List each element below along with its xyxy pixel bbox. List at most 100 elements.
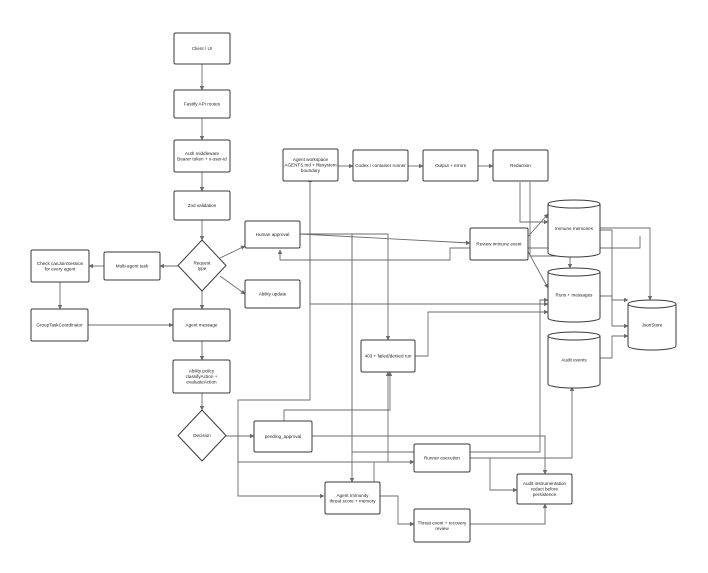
node-label: Ability policy [189,369,215,374]
node-label: Immune memories [555,226,594,231]
edge-pending-to-audit [312,435,548,475]
datastore-body [547,199,601,258]
node-label: Check canJoinSession [37,261,84,266]
node-label: GroupTaskCoordinator [36,323,83,328]
node-label: Client / UI [192,46,212,51]
node-label: Request [193,260,211,265]
node-json-store: JsonStore [627,299,677,351]
node-box [253,420,313,453]
node-human-approval: Human approval [244,220,301,249]
node-label: Agent message [186,323,218,328]
edge-threat-to-audit [470,503,548,525]
edge-immunity-to-failed-run [373,371,391,482]
edge-audit-to-jsonstore [600,333,629,359]
node-multi-agent: Multi-agent task [103,251,161,281]
edge-request-to-human-approval [219,245,246,259]
node-label: review [435,526,449,531]
node-label: Review immune event [476,242,522,247]
edge-pending-to-failed-run [283,371,393,421]
node-label: Runs + messages [556,293,594,298]
node-label: redact before [531,487,559,492]
edge-review-to-runs [524,245,549,289]
node-label: boundary [301,168,321,173]
node-box [360,339,416,373]
node-box [173,190,231,221]
datastore-rim [547,271,601,277]
edge-redaction-to-immune-memories [519,182,549,225]
node-label: for every agent [45,266,76,271]
node-box [244,220,301,249]
edge-memories-to-jsonstore [600,229,629,303]
node-box [173,139,231,173]
edge-decision-to-agent-immunity [226,435,325,499]
node-box [469,227,529,261]
edge-human-approval-to-failed-run [300,233,391,341]
node-label: AGENTS.md + filesystem [284,163,336,168]
node-label: classifyAction + [186,374,218,379]
node-box [244,279,301,309]
node-box [30,308,89,342]
node-label: pending_approval [265,434,302,439]
edge-failed-run-to-runs [414,309,549,357]
node-label: persistence [533,492,557,497]
edge-runs-to-jsonstore [600,295,629,329]
node-box [413,443,471,473]
node-client: Client / UI [173,32,231,65]
node-failed-run: 403 + failed/denied run [360,339,416,373]
node-label: Agent workspace [293,157,329,162]
edge-redaction-to-runs-messages [529,182,573,269]
edge-human-approval-to-review [299,233,471,246]
node-fastify: Fastify API routes [173,89,231,119]
node-decision: Decision [177,409,227,462]
node-box [172,308,231,342]
node-box [103,251,161,281]
node-label: Audit instrumentation [523,481,567,486]
edge-memories-down-to-jsonstore [598,227,653,301]
datastore-body [547,267,601,323]
datastore-body [627,299,677,351]
node-label: Fastify API routes [184,102,221,107]
node-label: Codex / container runner [355,163,406,168]
node-redaction: Redaction [492,149,549,182]
node-label: Ability update [259,292,287,297]
node-label: Bearer token + x-user-id [177,156,227,161]
node-box [282,148,339,182]
node-label: Human approval [256,232,290,237]
node-label: Auth middleware [185,151,220,156]
datastore-rim [547,335,601,341]
decision-diamond [177,239,227,292]
node-label: Runner execution [424,456,460,461]
node-label: Audit events [561,358,587,363]
edge-return-to-human-approval [277,236,641,261]
node-label: type [198,266,207,271]
decision-diamond [177,409,227,462]
node-codex-runner: Codex / container runner [352,149,409,182]
node-box [492,149,549,182]
node-box [30,249,90,283]
edge-runner-to-audit-instrumentation [470,457,518,493]
node-immune-memories: Immune memories [547,199,601,258]
node-label: Threat event + recovery [418,520,467,525]
node-review-immune: Review immune event [469,227,529,261]
node-label: evaluateAction [186,380,217,385]
node-box [413,508,471,543]
node-group-task: GroupTaskCoordinator [30,308,89,342]
node-box [324,481,381,515]
node-ability-update: Ability update [244,279,301,309]
edge-runner-to-audit-events [470,386,575,459]
node-box [173,89,231,119]
flow-connectors [57,64,653,527]
node-audit-events: Audit events [547,331,601,389]
node-zod: Zod validation [173,190,231,221]
edge-request-to-ability-update [219,275,246,295]
datastore-rim [627,303,677,309]
edge-human-approval-to-runs [300,233,549,453]
datastore-body [547,331,601,389]
